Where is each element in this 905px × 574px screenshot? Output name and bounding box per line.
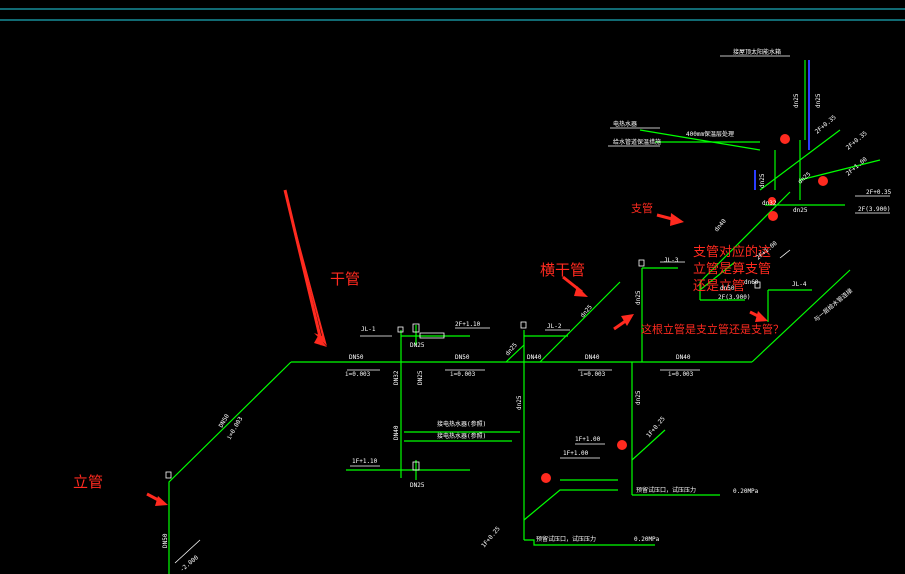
label-slope-b: i=0.003 xyxy=(450,371,476,378)
label-heater-a: 接电热水器(参照) xyxy=(437,420,486,428)
label-dn32-b: dn32 xyxy=(762,200,777,207)
label-2f035b: 2F+0.35 xyxy=(814,114,838,136)
jl4-diagonal xyxy=(751,269,851,363)
label-dn25-f: dn25 xyxy=(504,341,519,357)
label-dn25-roof-c: dn25 xyxy=(759,173,766,188)
label-pressure-b: 0.20MPa xyxy=(733,488,759,495)
annotation-question-a-line2: 立管是算支管 xyxy=(693,262,771,277)
label-roof-note-1: 电热水器 xyxy=(613,120,637,128)
label-heater-b: 接电热水器(参照) xyxy=(437,432,486,440)
label-dn25-e: dn25 xyxy=(516,395,523,410)
label-1f100: 1F+1.00 xyxy=(575,436,601,443)
leader-lines xyxy=(174,55,890,564)
label-dn25-b: DN25 xyxy=(410,482,425,489)
annotation-question-a-line1: 支管对应的这 xyxy=(693,244,771,260)
label-1f110: 1F+1.10 xyxy=(352,458,378,465)
label-roof-note-2: 给水管道保温措施 xyxy=(613,138,661,146)
label-dn32: DN32 xyxy=(393,370,400,385)
valve-marker-icon xyxy=(780,134,790,144)
label-dn50-b: DN50 xyxy=(455,354,470,361)
label-2f035c: 2F+0.35 xyxy=(845,130,869,152)
label-2f3900b: 2F(3.900) xyxy=(858,206,891,213)
annotation-arrows xyxy=(146,189,768,506)
label-2f110: 2F+1.10 xyxy=(455,321,481,328)
jl3-diagonal xyxy=(539,281,621,363)
label-dn50-c: DN50 xyxy=(218,413,231,429)
riser-cap-icon xyxy=(520,321,527,329)
label-1f025b: 1F+0.25 xyxy=(645,415,667,439)
valve-marker-icon xyxy=(541,473,551,483)
label-slope-c: i=0.003 xyxy=(580,371,606,378)
valve-marker-icon xyxy=(768,211,778,221)
valve-box-icon xyxy=(412,461,420,471)
jl2-test-branch xyxy=(524,539,655,546)
label-roof-note-3: 400mm保温层处理 xyxy=(686,130,734,138)
roof-branch-diag-2 xyxy=(799,159,881,181)
label-dn40-d: DN40 xyxy=(393,425,400,440)
label-jl3: JL-3 xyxy=(664,257,679,264)
label-dn25-roof-d: dn25 xyxy=(797,171,813,186)
label-dn40-c: DN40 xyxy=(676,354,691,361)
roof-branch-diag xyxy=(759,129,841,191)
label-2f035: 2F+0.35 xyxy=(866,189,892,196)
label-dn25-g: dn25 xyxy=(579,303,594,319)
annotation-riser: 立管 xyxy=(73,473,103,491)
riser-pipe xyxy=(168,361,292,574)
fixtures xyxy=(165,259,761,479)
roof-branch-h xyxy=(639,129,761,151)
annotation-question-b: 这根立管是支立管还是支管？ xyxy=(641,322,784,336)
jl2-diagonal-small xyxy=(505,344,525,363)
label-pressure-note-a: 预留试压口，试压压力 xyxy=(536,535,596,543)
meter-box-icon xyxy=(419,332,445,339)
jl2-diagonal-low xyxy=(523,489,618,521)
label-jl4: JL-4 xyxy=(792,281,807,288)
label-pressure-note-b: 预留试压口，试压压力 xyxy=(636,486,696,494)
annotation-main-pipe: 干管 xyxy=(330,270,360,288)
label-2f3900: 2F(3.900) xyxy=(718,294,751,301)
annotation-branch: 支管 xyxy=(631,201,653,215)
label-dn25-roof-a: dn25 xyxy=(793,93,800,108)
label-dn40-b: DN40 xyxy=(585,354,600,361)
label-roof-top: 接屋顶太阳能水箱 xyxy=(733,48,781,56)
label-jl4-note: 与一层给水管连接 xyxy=(812,287,854,324)
label-dn50-e: dn50 xyxy=(720,285,735,292)
label-jl1: JL-1 xyxy=(361,326,376,333)
annotation-question-a-line3: 还是立管 xyxy=(693,279,745,294)
label-dn40-a: DN40 xyxy=(527,354,542,361)
label-dn60: dn60 xyxy=(744,279,759,286)
label-dn50-d: DN50 xyxy=(162,533,169,548)
label-dn25-h: dn25 xyxy=(635,290,642,305)
valve-marker-icon xyxy=(768,197,776,205)
pipe-network xyxy=(168,60,881,574)
valve-marker-icon xyxy=(617,440,627,450)
label-1f025: 1F+0.25 xyxy=(480,525,502,549)
jl3-diagonal-low xyxy=(631,429,666,461)
label-dn25-c: DN25 xyxy=(417,370,424,385)
valve-box-icon xyxy=(412,323,420,333)
label-pressure-a: 0.20MPa xyxy=(634,536,660,543)
upper-branch-diagonal xyxy=(699,191,791,283)
upper-2f100-diag xyxy=(699,261,736,291)
label-dn50-a: DN50 xyxy=(349,354,364,361)
pipe-labels: JL-1 JL-2 JL-3 JL-4 DN50 DN50 DN40 DN40 … xyxy=(345,48,892,543)
label-dn40-e: dn40 xyxy=(713,217,728,233)
label-jl2: JL-2 xyxy=(547,323,562,330)
riser-cap-icon xyxy=(638,259,645,267)
riser-cap-icon xyxy=(397,326,404,333)
label-2f100: 2F+1.00 xyxy=(845,156,869,178)
label-slope-a: i=0.003 xyxy=(345,371,371,378)
label-dn25-a: DN25 xyxy=(410,342,425,349)
valve-marker-icon xyxy=(818,176,828,186)
riser-cap-icon xyxy=(754,281,761,289)
label-dn25-roof-b: dn25 xyxy=(815,93,822,108)
valve-markers xyxy=(541,134,828,483)
label-slope-d: i=0.003 xyxy=(668,371,694,378)
label-1f100b: 1F+1.00 xyxy=(563,450,589,457)
riser-cap-icon xyxy=(165,471,172,479)
annotation-horizontal-main: 横干管 xyxy=(540,261,585,279)
label-dn25-d: dn25 xyxy=(793,207,808,214)
label-dn25-lower: dn25 xyxy=(635,390,642,405)
